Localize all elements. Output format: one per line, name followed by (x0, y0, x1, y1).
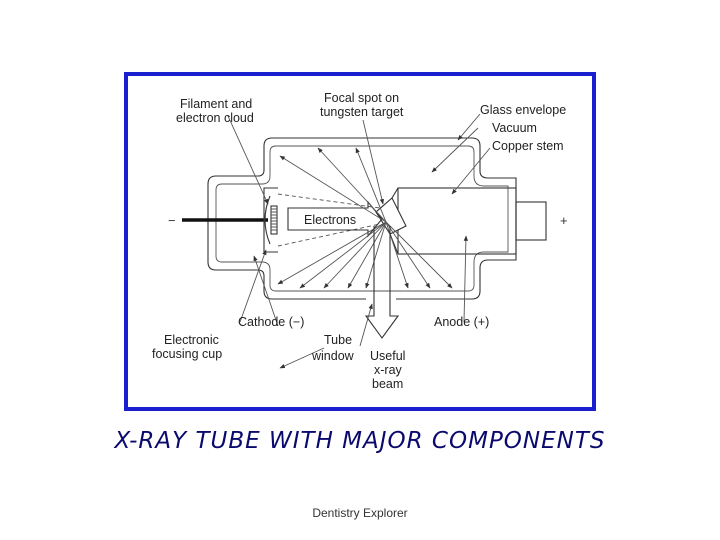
focusing-cup (263, 187, 278, 253)
glass-envelope-outer (207, 137, 517, 300)
useful-beam-label: Useful (370, 349, 405, 363)
electrons-label: Electrons (304, 213, 356, 227)
minus-sign: − (168, 213, 176, 228)
filament-coil (270, 205, 278, 235)
tube-window-label: Tube (324, 333, 352, 347)
vacuum-label: Vacuum (492, 121, 537, 135)
tungsten-target (375, 197, 407, 235)
x-ray-tube-diagram: Filament and electron cloud Focal spot o… (152, 91, 568, 391)
anode-label: Anode (+) (434, 315, 489, 329)
footer-credit: Dentistry Explorer (312, 506, 408, 520)
plus-sign: + (560, 213, 568, 228)
electron-beam (277, 193, 381, 247)
glass-envelope-inner (215, 145, 509, 292)
x-ray-radiation (277, 147, 453, 289)
figure-caption: X-RAY TUBE WITH MAJOR COMPONENTS (114, 428, 606, 454)
useful-beam-label-line3: beam (372, 377, 403, 391)
useful-beam-arrow (364, 226, 400, 339)
filament-label: Filament and (180, 97, 252, 111)
tube-window-label-line2: window (311, 349, 355, 363)
useful-beam-label-line2: x-ray (374, 363, 403, 377)
cathode-label: Cathode (−) (238, 315, 304, 329)
diagram-frame: Filament and electron cloud Focal spot o… (124, 72, 596, 411)
filament-label-line2: electron cloud (176, 111, 254, 125)
anode-terminal (515, 201, 547, 241)
focal-spot-label-line2: tungsten target (320, 105, 404, 119)
glass-envelope-label: Glass envelope (480, 103, 566, 117)
copper-stem-label: Copper stem (492, 139, 564, 153)
copper-stem (397, 187, 517, 255)
focal-spot-label: Focal spot on (324, 91, 399, 105)
focusing-cup-label: Electronic (164, 333, 219, 347)
electrons-arrow (287, 200, 383, 238)
focusing-cup-label-line2: focusing cup (152, 347, 222, 361)
